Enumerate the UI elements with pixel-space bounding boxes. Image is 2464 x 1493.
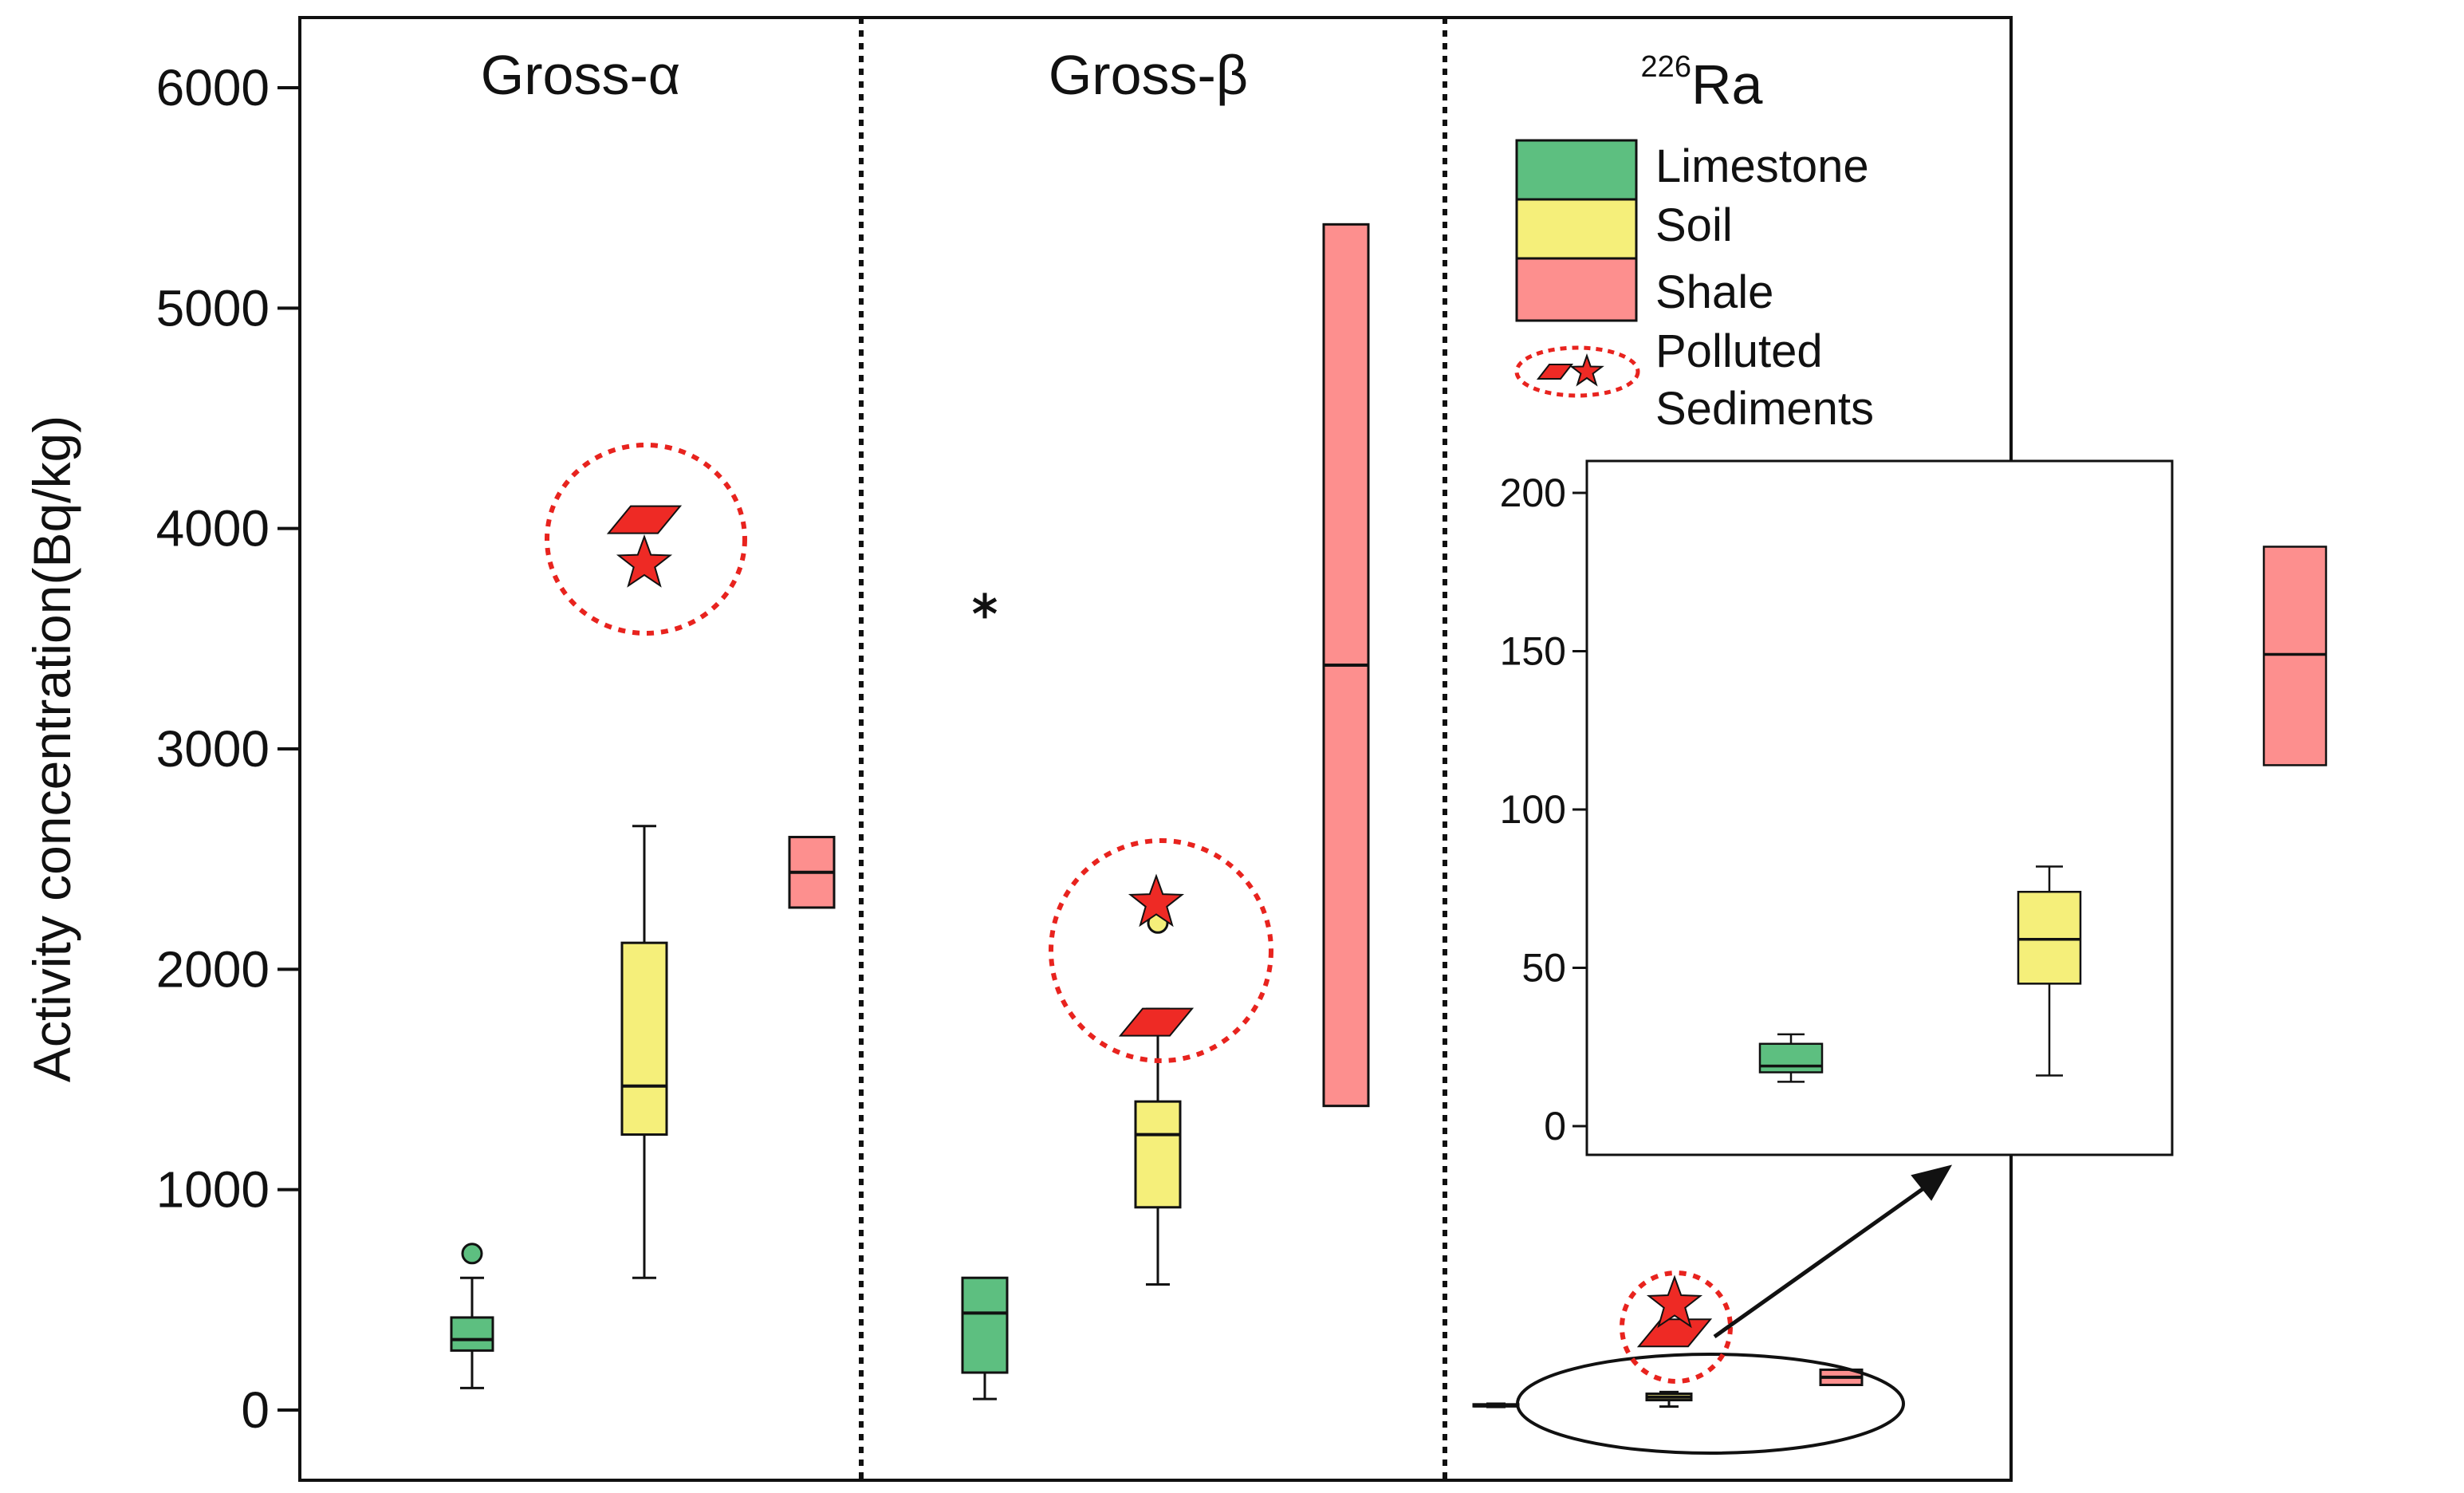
y-tick-label-0: 0 [241,1381,270,1439]
legend-polluted-star [1569,353,1604,387]
panel-2-title: Gross-β [1049,44,1248,106]
y-axis-label: Activity concentration(Bq/kg) [22,416,81,1082]
panel-2-extreme-outlier-3 [972,597,998,614]
panel-3-polluted-parallelogram [1636,1318,1713,1348]
y-tick-label-1000: 1000 [156,1161,270,1219]
inset-y-tick-label-50: 50 [1521,946,1566,991]
y-tick-label-6000: 6000 [156,59,270,116]
y-tick-label-5000: 5000 [156,279,270,337]
panel-2-polluted-circle [1049,838,1273,1063]
panel-1-polluted-parallelogram [606,505,683,534]
zoom-arrow-head [1911,1164,1953,1201]
zoom-arrow-line [1713,1183,1930,1339]
panel-1-title: Gross-α [481,44,680,106]
panel-1-polluted-star [616,534,673,588]
panel-1-limestone-box [450,1316,494,1352]
legend-label-limestone: Limestone [1655,140,1869,192]
legend-swatch-soil [1515,198,1638,260]
inset-y-tick-label-0: 0 [1544,1104,1566,1148]
panel-2-polluted-parallelogram [1118,1007,1195,1037]
legend-label-polluted: Polluted [1655,325,1823,377]
panel-1-polluted-circle [545,443,747,636]
inset-plot-layer: 0 50 100 150 200 [1500,459,2328,1156]
inset-y-tick-label-150: 150 [1500,629,1566,674]
y-tick-label-3000: 3000 [156,720,270,778]
legend-polluted-parallelogram [1536,364,1574,380]
inset-y-tick-label-200: 200 [1500,471,1566,515]
legend-swatch-shale [1515,257,1638,322]
inset-limestone-box [1758,1042,1824,1073]
inset-y-tick-label-100: 100 [1500,787,1566,832]
panel-3-title: 226Ra [1641,50,1763,116]
y-tick-label-2000: 2000 [156,940,270,998]
legend-swatch-limestone [1515,139,1638,201]
panel-2-soil-box [1134,1100,1182,1209]
inset-frame [1585,459,2174,1156]
legend-polluted-circle [1514,345,1640,398]
panel-3-zoom-ellipse [1516,1353,1905,1455]
inset-soil-box [2017,890,2082,985]
y-tick-label-4000: 4000 [156,500,270,557]
legend-label-soil: Soil [1655,199,1733,251]
inset-shale-box [2262,546,2328,766]
panel-1-soil-box [620,941,668,1136]
panel-2-polluted-star [1128,873,1185,928]
panel-1-limestone-outlier-1 [461,1243,483,1265]
panel-2-limestone-box [961,1276,1009,1374]
panel-3-polluted-star [1646,1274,1703,1329]
legend-label-sediments: Sediments [1655,383,1874,435]
legend-label-shale: Shale [1655,266,1773,318]
